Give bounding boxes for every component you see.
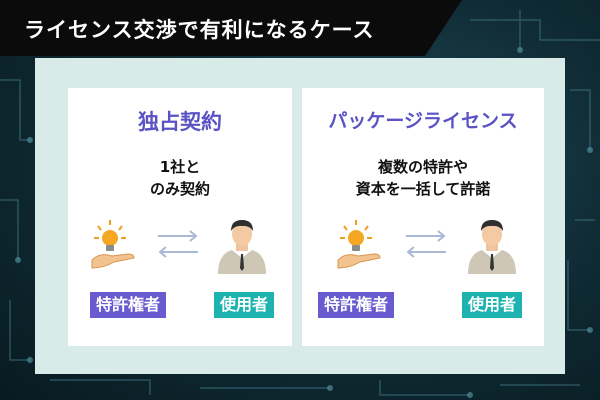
patent-holder-badge: 特許権者 <box>318 292 395 318</box>
case-title: パッケージライセンス <box>328 110 518 132</box>
case-card-exclusive: 独占契約 1社と のみ契約 <box>68 88 292 346</box>
user-badge: 使用者 <box>462 292 523 318</box>
page-title: ライセンス交渉で有利になるケース <box>24 18 375 42</box>
lightbulb-hand-icon <box>91 220 135 269</box>
case-description: 1社と のみ契約 <box>149 158 210 198</box>
case-card-package: パッケージライセンス 複数の特許や 資本を一括して許諾 <box>302 88 544 346</box>
case-title: 独占契約 <box>138 110 222 134</box>
businessman-icon <box>218 220 266 274</box>
user-badge: 使用者 <box>214 292 275 318</box>
exchange-arrows-icon <box>158 230 198 258</box>
case-description: 複数の特許や 資本を一括して許諾 <box>355 158 491 198</box>
exchange-arrows-icon <box>406 230 446 258</box>
title-banner: ライセンス交渉で有利になるケース <box>0 0 462 56</box>
businessman-icon <box>468 220 516 274</box>
patent-holder-badge: 特許権者 <box>90 292 167 318</box>
lightbulb-hand-icon <box>337 220 381 269</box>
